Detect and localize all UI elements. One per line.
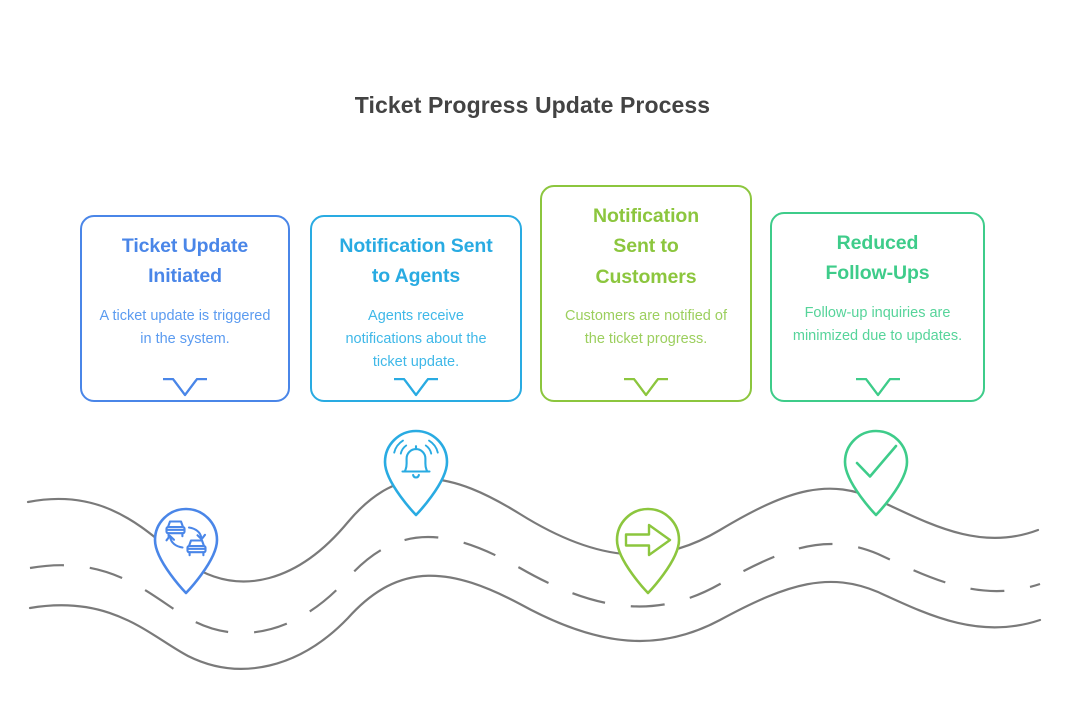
check-mark-icon — [855, 444, 898, 478]
card-tail — [624, 378, 668, 402]
pin-reduced-follow-ups[interactable] — [840, 425, 912, 517]
bell-ringing-icon — [393, 439, 439, 479]
step-card-notification-sent-to-agents[interactable]: Notification Sent to Agents Agents recei… — [310, 215, 522, 402]
step-title: Notification Sent to Customers — [592, 205, 700, 288]
step-description: Customers are notified of the ticket pro… — [565, 308, 727, 348]
pin-notification-sent-to-customers[interactable] — [612, 503, 684, 595]
step-card-notification-sent-to-customers[interactable]: Notification Sent to Customers Customers… — [540, 185, 752, 402]
step-description: A ticket update is triggered in the syst… — [99, 307, 271, 347]
step-card-ticket-update-initiated[interactable]: Ticket Update Initiated A ticket update … — [80, 215, 290, 402]
step-card-reduced-follow-ups[interactable]: Reduced Follow-Ups Follow-up inquiries a… — [770, 212, 985, 402]
arrow-right-icon — [624, 523, 672, 557]
pin-outline — [153, 507, 219, 595]
step-description: Agents receive notifications about the t… — [345, 307, 487, 371]
pin-ticket-update-initiated[interactable] — [150, 503, 222, 595]
card-tail — [855, 378, 900, 402]
page-title: Ticket Progress Update Process — [354, 92, 711, 118]
pin-outline — [843, 429, 909, 517]
step-title: Notification Sent to Agents — [339, 235, 493, 288]
card-tail — [163, 378, 207, 402]
card-tail — [394, 378, 438, 402]
step-title: Ticket Update Initiated — [121, 235, 249, 288]
pin-notification-sent-to-agents[interactable] — [380, 425, 452, 517]
two-cars-swap-icon — [165, 520, 207, 557]
step-title: Reduced Follow-Ups — [825, 232, 930, 285]
step-description: Follow-up inquiries are minimized due to… — [792, 304, 963, 344]
pin-outline — [383, 429, 449, 517]
